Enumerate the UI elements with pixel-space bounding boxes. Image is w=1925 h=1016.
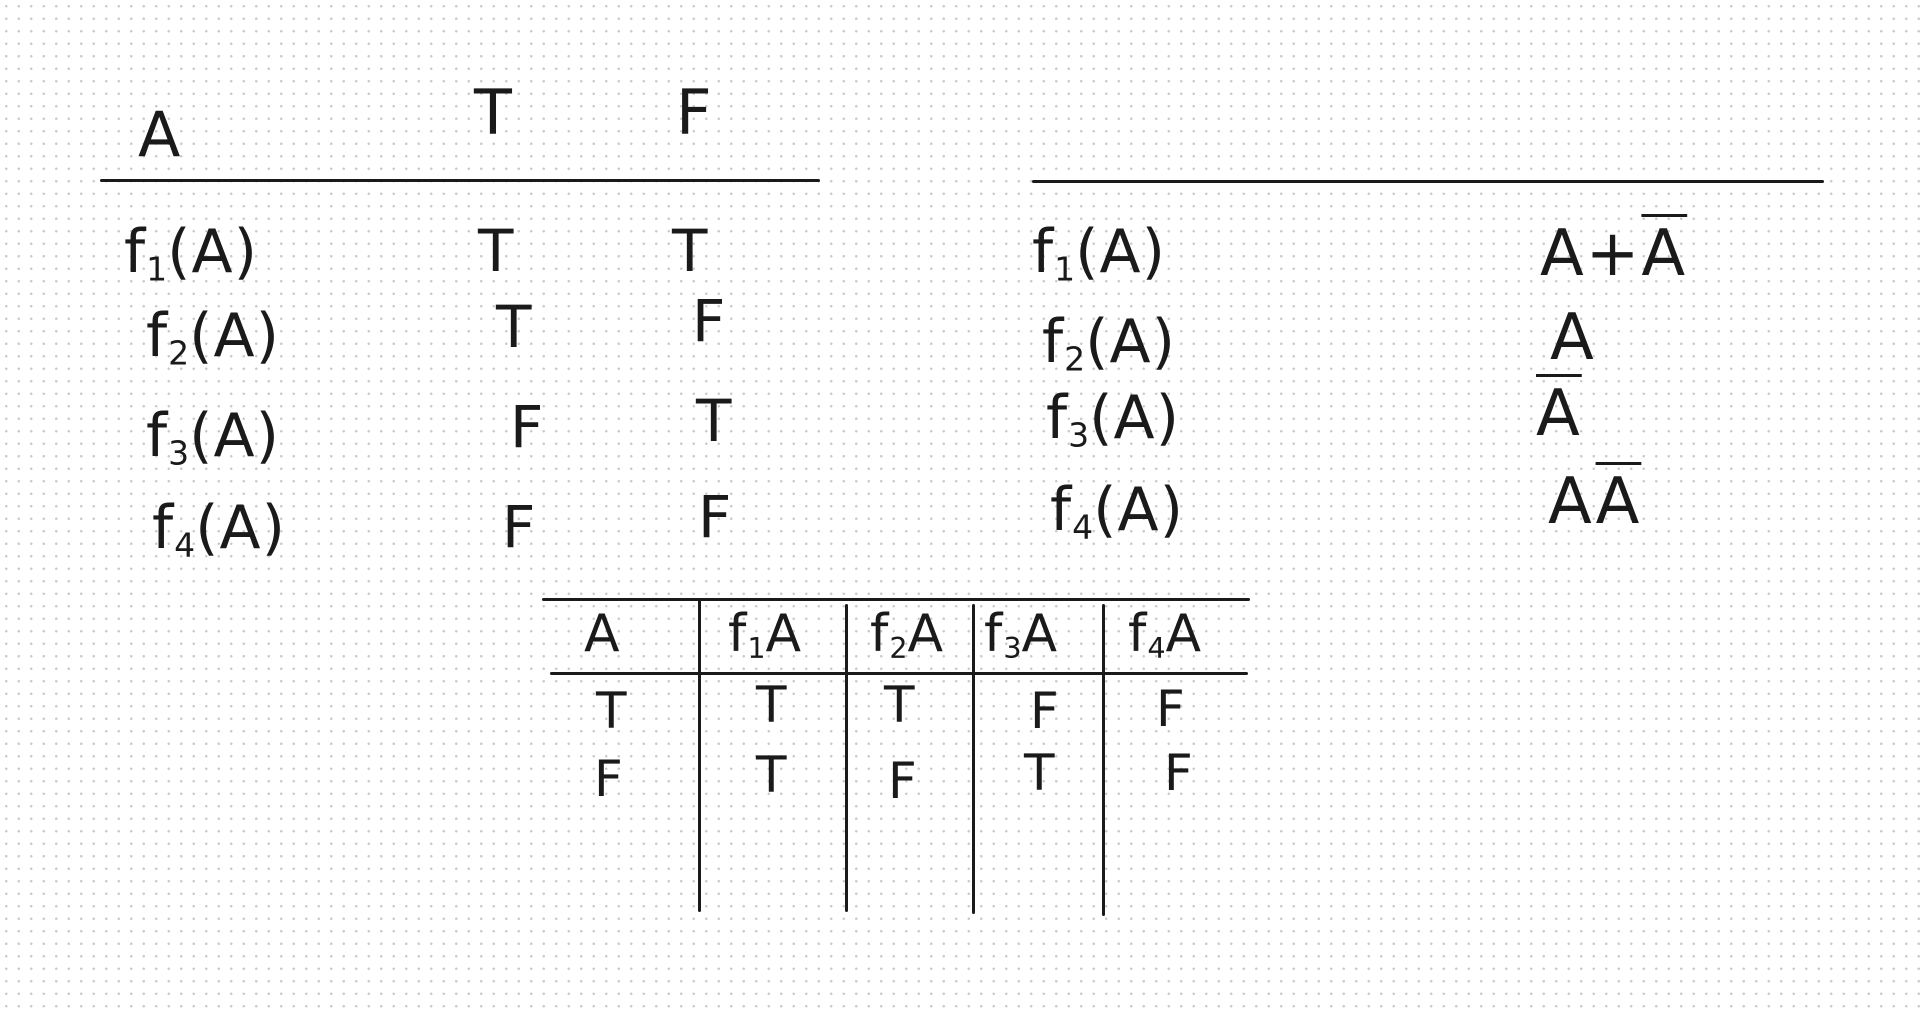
bottom-row-1-cell-f4: F <box>1156 680 1186 738</box>
bottom-row-1-cell-f2: T <box>884 676 916 734</box>
left-row-2-value-f: F <box>692 287 727 355</box>
right-row-3-expr: A <box>1536 377 1582 451</box>
bottom-table-header-rule <box>550 672 1248 675</box>
left-row-1-value-t: T <box>478 217 515 285</box>
left-header-true: T <box>474 76 513 149</box>
bottom-row-1-cell-f1: T <box>756 676 788 734</box>
right-row-1-expr: A+A <box>1540 217 1688 291</box>
bottom-header-f1: f1A <box>728 604 803 666</box>
bottom-table-divider-3 <box>972 604 975 914</box>
bottom-row-2-cell-f3: T <box>1024 744 1056 802</box>
bottom-header-a: A <box>584 604 621 664</box>
right-row-2-expr: A <box>1550 301 1596 375</box>
left-header-false: F <box>676 76 713 149</box>
left-row-1-label: f1(A) <box>124 217 258 289</box>
right-row-1-label: f1(A) <box>1032 217 1166 289</box>
right-row-3-label: f3(A) <box>1046 383 1180 455</box>
bottom-header-f2: f2A <box>870 604 945 666</box>
bottom-table-divider-2 <box>845 604 848 912</box>
left-header-rule <box>100 179 820 182</box>
bottom-row-2-cell-a: F <box>594 750 624 808</box>
bottom-row-1-cell-f3: F <box>1030 682 1060 740</box>
left-row-4-value-f: F <box>698 483 733 551</box>
bottom-table-divider-1 <box>698 600 701 912</box>
bottom-row-2-cell-f2: F <box>888 752 918 810</box>
left-row-1-value-f: T <box>672 217 709 285</box>
right-row-4-expr: AA <box>1548 465 1642 539</box>
left-row-3-value-f: T <box>696 387 733 455</box>
bottom-row-2-cell-f4: F <box>1164 744 1194 802</box>
bottom-table-top-rule <box>542 598 1250 601</box>
bottom-header-f4: f4A <box>1128 604 1203 666</box>
bottom-row-2-cell-f1: T <box>756 746 788 804</box>
left-header-var: A <box>138 98 182 171</box>
left-row-2-label: f2(A) <box>146 301 280 373</box>
left-row-2-value-t: T <box>496 293 533 361</box>
left-row-4-label: f4(A) <box>152 493 286 565</box>
right-header-rule <box>1032 180 1824 183</box>
right-row-4-label: f4(A) <box>1050 475 1184 547</box>
bottom-header-f3: f3A <box>984 604 1059 666</box>
bottom-row-1-cell-a: T <box>596 682 628 740</box>
bottom-table-divider-4 <box>1102 604 1105 916</box>
right-row-2-label: f2(A) <box>1042 307 1176 379</box>
left-row-3-label: f3(A) <box>146 401 280 473</box>
left-row-3-value-t: F <box>510 393 545 461</box>
left-row-4-value-t: F <box>502 493 537 561</box>
